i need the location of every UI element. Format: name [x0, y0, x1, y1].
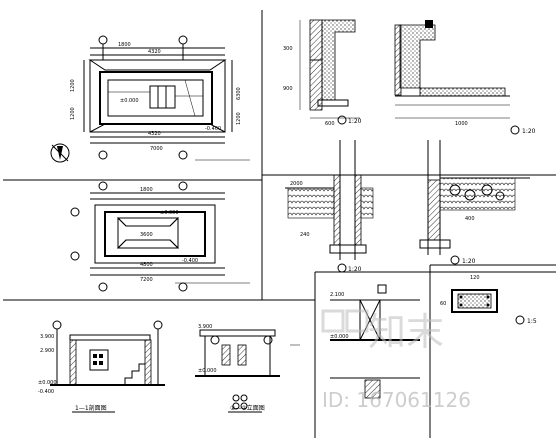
wall-detail-left: 300 900 600 1:20 [283, 19, 362, 127]
site-plan-dim-right-1: 6300 [236, 87, 242, 100]
watermark-id: ID: 167061126 [322, 388, 471, 412]
wall-detail-top-dim-3: 600 [325, 121, 335, 127]
site-plan-mark-1: ±0.000 [120, 98, 139, 104]
section-1-1: 3.900 2.900 ±0.000 -0.400 1—1剖面图 [38, 320, 165, 413]
wall-detail-right: 1000 1:20 [394, 20, 536, 135]
beam-dim-1: 120 [470, 275, 480, 281]
door-mark-1: 2.100 [330, 292, 344, 298]
site-plan-dim-top-2: 4320 [148, 49, 161, 55]
wall-detail-top-scale-2: 1:20 [522, 128, 536, 135]
wall-mid-dim-2: 2000 [290, 181, 303, 187]
floor-plan-dim-3: 4800 [140, 262, 153, 268]
site-plan: 1800 4320 4320 7000 1200 1200 6300 1200 … [50, 35, 250, 163]
floor-plan-dim-1: 1800 [140, 187, 153, 193]
floor-plan-mark-2: -0.400 [182, 258, 198, 264]
wall-mid-scale: 1:20 [348, 266, 362, 273]
wall-detail-top-dim-2: 900 [283, 86, 293, 92]
beam-dim-2: 60 [440, 301, 446, 307]
beam-section: 120 60 1:5 [440, 271, 537, 325]
site-plan-dim-right-2: 1200 [236, 112, 242, 125]
watermark-logo-icon [321, 309, 369, 333]
section-1-1-title: 1—1剖面图 [75, 404, 107, 412]
elevation-mark-2: ±0.000 [198, 368, 217, 374]
section-mark-1: 3.900 [40, 334, 54, 340]
section-mark-3: ±0.000 [38, 380, 57, 386]
wall-detail-mid-right: 400 1:20 [419, 140, 530, 265]
wall-mid-dim-1: 240 [300, 232, 310, 238]
door-detail: 2.100 ±0.000 [330, 284, 420, 399]
wall-detail-top-scale: 1:20 [348, 118, 362, 125]
floor-plan-dim-2: 3600 [140, 232, 153, 238]
wall-mid-scale-2: 1:20 [462, 258, 476, 265]
elevation-mark-1: 3.900 [198, 324, 212, 330]
floor-plan-mark-1: ±0.000 [160, 210, 179, 216]
site-plan-dim-left-1: 1200 [70, 79, 76, 92]
site-plan-dim-bottom-2: 7000 [150, 146, 163, 152]
watermark: 知末 ID: 167061126 [321, 309, 471, 412]
door-mark-2: ±0.000 [330, 334, 349, 340]
wall-mid-dim-3: 400 [465, 216, 475, 222]
north-arrow-icon [50, 143, 70, 163]
site-plan-mark-2: -0.400 [205, 126, 221, 132]
beam-scale: 1:5 [527, 318, 537, 325]
site-plan-dim-left-2: 1200 [70, 107, 76, 120]
elevation: 3.900 ±0.000 ①—②立面图 [195, 324, 300, 413]
panel-borders [3, 10, 556, 438]
floor-plan: 1800 3600 4800 7200 ±0.000 -0.400 [70, 181, 250, 292]
wall-detail-top-dim-1: 300 [283, 46, 293, 52]
section-mark-4: -0.400 [38, 389, 54, 395]
wall-detail-mid-left: 240 2000 1:20 [285, 140, 374, 273]
elevation-title: ①—②立面图 [230, 404, 265, 412]
floor-plan-dim-4: 7200 [140, 277, 153, 283]
watermark-brand: 知末 [368, 310, 444, 354]
site-plan-dim-bottom-1: 4320 [148, 131, 161, 137]
section-mark-2: 2.900 [40, 348, 54, 354]
site-plan-dim-top-1: 1800 [118, 42, 131, 48]
wall-detail-top-dim-4: 1000 [455, 121, 468, 127]
section-markers [232, 394, 248, 410]
